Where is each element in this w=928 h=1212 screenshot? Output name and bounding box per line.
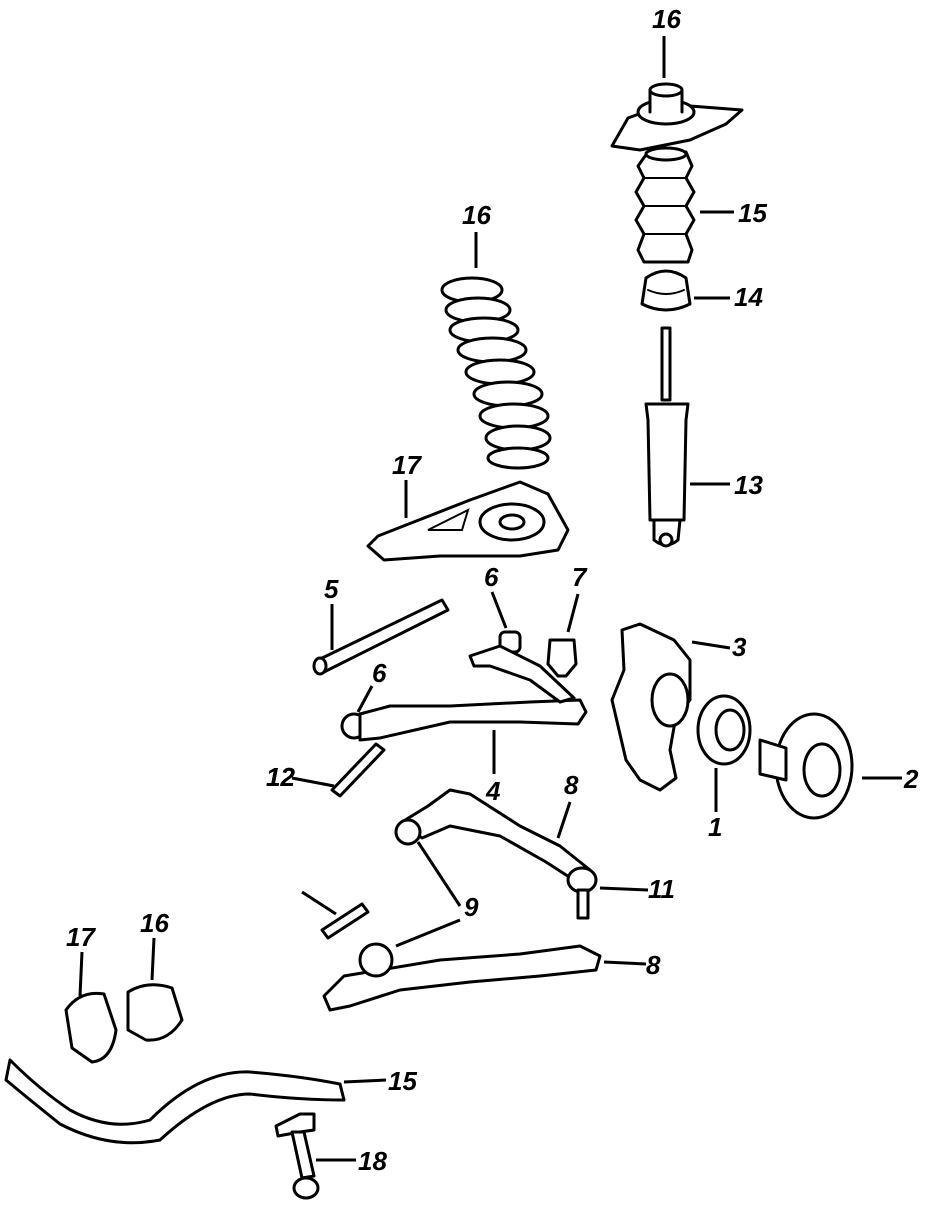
upper-ball-joint: [546, 638, 578, 678]
arm-bolt: [320, 742, 386, 940]
stabilizer-link: [274, 1112, 320, 1200]
callout-9: 9: [464, 892, 479, 922]
coil-spring: [440, 276, 552, 470]
lower-arm-bushing: [358, 818, 422, 978]
callout-5: 5: [324, 574, 339, 604]
callout-21: 18: [358, 1146, 387, 1176]
callout-17: 17: [392, 450, 422, 480]
stabilizer-bushing: [126, 983, 184, 1042]
callout-19: 16: [140, 908, 169, 938]
dust-boot: [634, 146, 696, 264]
callout-2: 2: [903, 764, 919, 794]
callout-6-lower: 6: [372, 658, 387, 688]
lower-ball-joint: [566, 866, 598, 920]
callout-4: 4: [485, 776, 501, 806]
shock-absorber: [644, 326, 690, 548]
leader-lines: [78, 36, 902, 1162]
callout-14: 15: [738, 198, 767, 228]
steering-knuckle: [610, 622, 692, 792]
stabilizer-bar: [4, 1058, 346, 1145]
callout-10: 11: [648, 874, 675, 904]
spring-seat-bracket: [366, 480, 570, 562]
callout-16: 16: [462, 200, 491, 230]
callout-13: 14: [734, 282, 763, 312]
lower-control-arm: [322, 788, 602, 1012]
callout-7: 7: [572, 562, 588, 592]
callout-1: 1: [708, 812, 722, 842]
callout-18: 15: [388, 1066, 417, 1096]
callout-15: 16: [652, 4, 681, 34]
callout-3: 3: [732, 632, 747, 662]
upper-control-arm: [358, 644, 588, 742]
callout-11-upper: 12: [266, 762, 295, 792]
strut-mount: [610, 82, 744, 152]
callout-12: 13: [734, 470, 763, 500]
callout-11-a: 12: [266, 762, 295, 792]
bump-stop: [640, 269, 692, 312]
bushing-bracket: [64, 991, 118, 1064]
callout-20: 17: [66, 922, 96, 952]
callout-8-upper: 8: [564, 770, 579, 800]
wheel-hub: [758, 712, 854, 820]
callout-labels: 16 15 14 13 16 17 5 6 7 3 6 4 12 12 1 2 …: [66, 4, 919, 1176]
callout-6-upper: 6: [484, 562, 499, 592]
wheel-bearing: [696, 694, 752, 766]
control-arm-shaft: [312, 598, 450, 676]
callout-8-lower: 8: [646, 950, 661, 980]
